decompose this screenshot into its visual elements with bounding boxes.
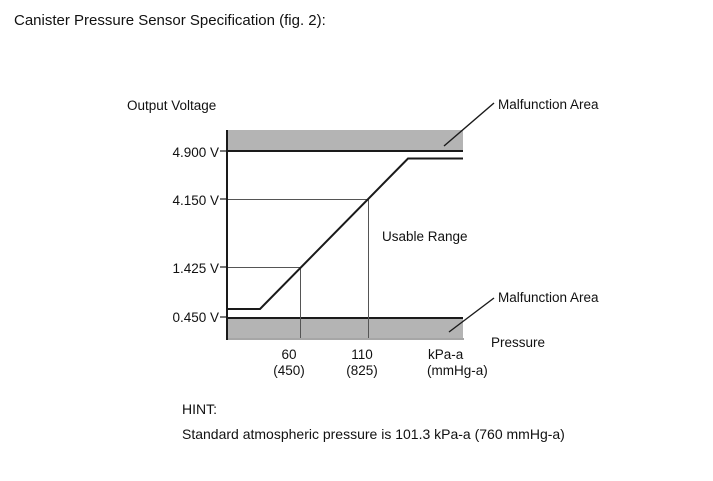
malfunction-area-label-bottom: Malfunction Area bbox=[498, 290, 599, 305]
y-axis-title: Output Voltage bbox=[127, 98, 217, 113]
y-tick-label-0450: 0.450 V bbox=[172, 310, 219, 325]
reference-line-horizontal-1425 bbox=[228, 267, 301, 268]
y-tick-mark-4900 bbox=[220, 150, 226, 152]
x-axis-baseline bbox=[228, 338, 464, 340]
usable-range-label: Usable Range bbox=[382, 229, 468, 244]
y-tick-label-1425: 1.425 V bbox=[172, 261, 219, 276]
x-unit-label-mmhg: (mmHg-a) bbox=[427, 363, 488, 378]
y-axis-line bbox=[226, 130, 228, 340]
x-tick-label-60-mmhg: (450) bbox=[273, 363, 305, 378]
y-tick-mark-0450 bbox=[220, 316, 226, 318]
hint-heading: HINT: bbox=[182, 401, 217, 417]
x-unit-label-kpa: kPa-a bbox=[428, 347, 464, 362]
y-tick-mark-1425 bbox=[220, 266, 226, 268]
x-tick-label-60-kpa: 60 bbox=[281, 347, 297, 362]
y-tick-label-4150: 4.150 V bbox=[172, 193, 219, 208]
malfunction-band-bottom bbox=[228, 319, 463, 338]
reference-line-horizontal-4150 bbox=[228, 199, 369, 200]
x-tick-label-110-mmhg: (825) bbox=[346, 363, 378, 378]
hint-text: Standard atmospheric pressure is 101.3 k… bbox=[182, 426, 565, 442]
reference-line-vertical-110 bbox=[368, 199, 369, 338]
y-tick-mark-4150 bbox=[220, 198, 226, 200]
malfunction-band-top bbox=[228, 130, 463, 151]
x-tick-label-110-kpa: 110 bbox=[351, 347, 373, 362]
threshold-line-0450 bbox=[226, 317, 463, 319]
reference-line-vertical-60 bbox=[300, 267, 301, 338]
y-tick-label-4900: 4.900 V bbox=[172, 145, 219, 160]
x-axis-title: Pressure bbox=[491, 335, 546, 350]
threshold-line-4900 bbox=[226, 150, 463, 152]
page-title: Canister Pressure Sensor Specification (… bbox=[14, 12, 326, 29]
malfunction-area-label-top: Malfunction Area bbox=[498, 97, 599, 112]
